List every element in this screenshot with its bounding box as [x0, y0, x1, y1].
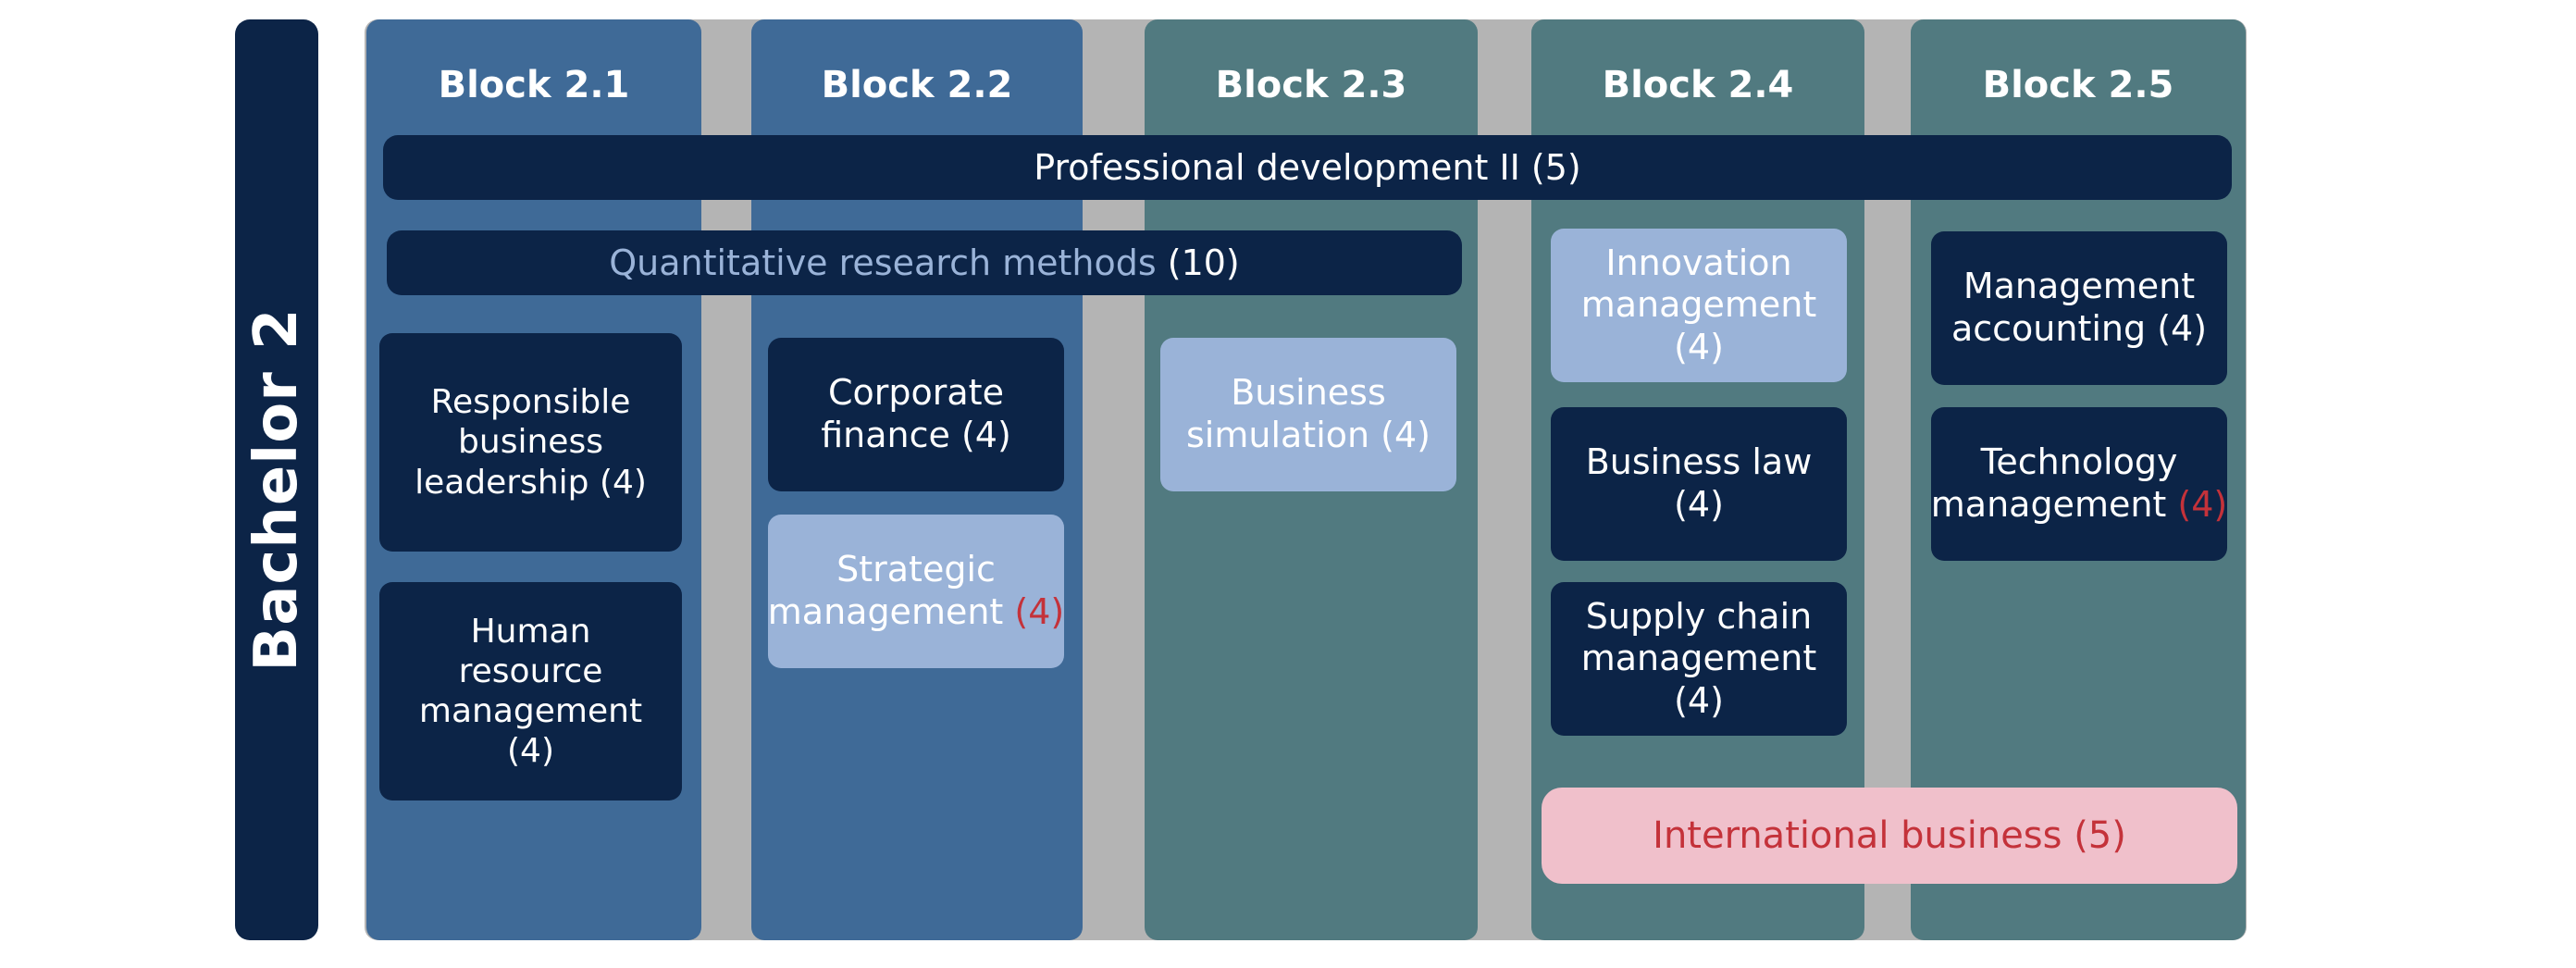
- course-business-simulation: Business simulation (4): [1160, 338, 1456, 491]
- course-name-line: Business law (4): [1585, 441, 1813, 525]
- course-name-line: Management: [1963, 266, 2196, 307]
- block-title: Block 2.4: [1602, 64, 1794, 106]
- course-name-line: Innovation: [1605, 242, 1792, 283]
- course-international-business: International business (5): [1542, 788, 2237, 884]
- quantitative-research-methods-bar: Quantitative research methods (10): [387, 230, 1462, 295]
- course-name-line: resource: [458, 652, 603, 690]
- course-innovation-management: Innovation management (4): [1551, 229, 1847, 382]
- course-name-line: leadership (4): [415, 463, 647, 502]
- course-name-line: Human: [470, 612, 591, 651]
- course-strategic-management: Strategic management (4): [768, 515, 1064, 668]
- course-name-line: Corporate: [828, 372, 1004, 414]
- course-name-line: simulation (4): [1186, 415, 1430, 455]
- course-credits-highlight: (4): [1014, 591, 1065, 632]
- course-credits-highlight: (4): [2177, 484, 2228, 525]
- qrm-course-credits: (10): [1156, 242, 1240, 283]
- program-year-sidebar: Bachelor 2: [235, 19, 318, 940]
- course-name-line: management (4): [418, 692, 643, 771]
- course-business-law: Business law (4): [1551, 407, 1847, 561]
- course-management-accounting: Management accounting (4): [1931, 231, 2227, 385]
- block-title: Block 2.3: [1215, 64, 1407, 106]
- course-responsible-business-leadership: Responsible business leadership (4): [379, 333, 682, 552]
- course-name-line: management: [767, 591, 1015, 632]
- course-name-line: management: [1930, 484, 2178, 525]
- block-title: Block 2.1: [438, 64, 630, 106]
- course-name-line: Responsible: [430, 383, 631, 422]
- professional-development-bar: Professional development II (5): [383, 135, 2232, 200]
- block-title: Block 2.5: [1982, 64, 2174, 106]
- course-name-line: management (4): [1580, 638, 1817, 721]
- course-corporate-finance: Corporate finance (4): [768, 338, 1064, 491]
- course-name-line: business: [458, 423, 603, 462]
- course-name-line: Business: [1231, 372, 1386, 414]
- course-name-line: Strategic: [836, 549, 996, 590]
- course-name-line: International business (5): [1653, 814, 2126, 857]
- course-human-resource-management: Human resource management (4): [379, 582, 682, 800]
- course-name-line: management (4): [1580, 284, 1817, 367]
- professional-development-label: Professional development II (5): [1034, 147, 1581, 188]
- block-title: Block 2.2: [821, 64, 1013, 106]
- course-name-line: Technology: [1980, 441, 2178, 483]
- course-name-line: finance (4): [821, 415, 1011, 455]
- course-supply-chain-management: Supply chain management (4): [1551, 582, 1847, 736]
- program-year-label: Bachelor 2: [242, 307, 311, 672]
- course-name-line: accounting (4): [1951, 308, 2208, 349]
- course-technology-management: Technology management (4): [1931, 407, 2227, 561]
- qrm-course-name: Quantitative research methods: [609, 242, 1157, 283]
- course-name-line: Supply chain: [1585, 595, 1813, 637]
